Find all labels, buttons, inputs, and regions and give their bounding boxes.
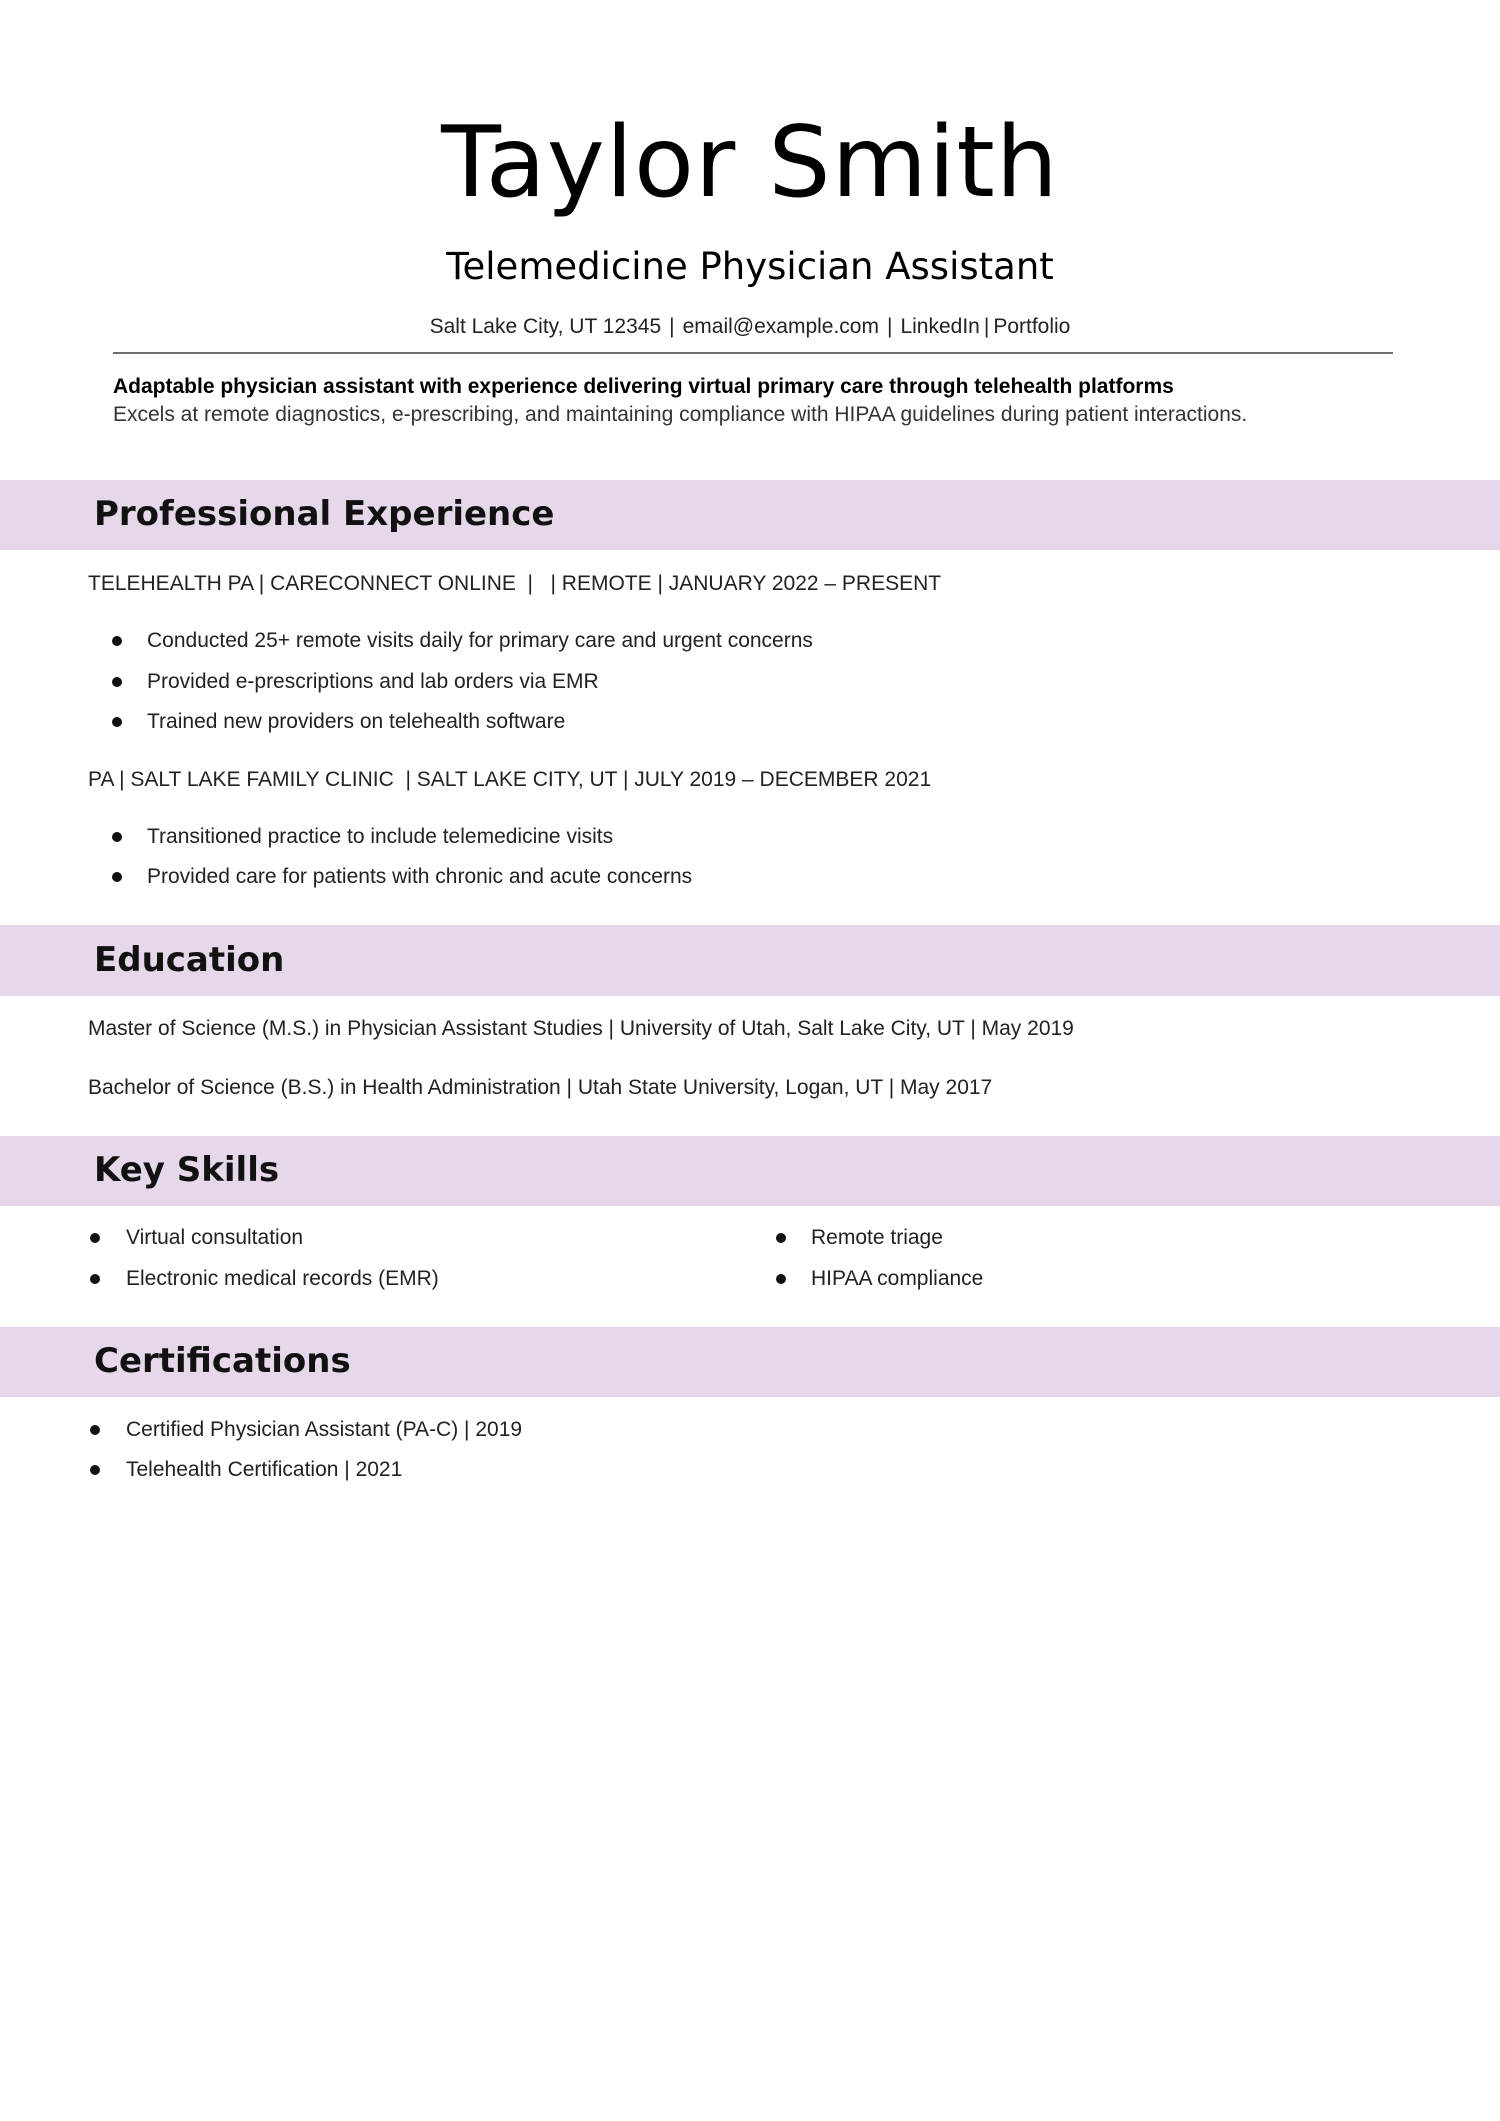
skill-item: HIPAA compliance — [811, 1267, 984, 1290]
section-band-experience: Professional Experience — [0, 480, 1500, 550]
bullet-dot — [90, 1425, 100, 1435]
header-divider — [113, 352, 1393, 354]
bullet-dot — [112, 677, 122, 687]
contact-portfolio[interactable]: Portfolio — [993, 315, 1071, 338]
job-bullet: Transitioned practice to include telemed… — [147, 825, 614, 848]
contact-line: Salt Lake City, UT 12345 | email@example.c… — [0, 314, 1500, 340]
job-line: TELEHEALTH PA | CARECONNECT ONLINE | | R… — [88, 572, 942, 595]
bullet-dot — [90, 1233, 100, 1243]
bullet-dot — [112, 832, 122, 842]
skill-item: Electronic medical records (EMR) — [126, 1267, 439, 1290]
section-heading-certifications: Certifications — [94, 1341, 351, 1381]
summary-text: Excels at remote diagnostics, e-prescrib… — [113, 403, 1248, 426]
bullet-dot — [112, 717, 122, 727]
section-band-skills: Key Skills — [0, 1136, 1500, 1206]
skill-item: Virtual consultation — [126, 1226, 304, 1249]
job-bullet: Provided care for patients with chronic … — [147, 865, 693, 888]
separator: | — [669, 315, 675, 338]
separator: | — [886, 315, 893, 338]
job-title: Telemedicine Physician Assistant — [446, 245, 1054, 288]
bullet-dot — [90, 1274, 100, 1284]
certification-item: Certified Physician Assistant (PA-C) | 2… — [126, 1418, 523, 1441]
job-bullet: Conducted 25+ remote visits daily for pr… — [147, 629, 813, 652]
contact-email[interactable]: email@example.com — [682, 315, 879, 338]
job-bullet: Trained new providers on telehealth soft… — [147, 710, 566, 733]
job-line: PA | SALT LAKE FAMILY CLINIC | SALT LAKE… — [88, 768, 932, 791]
bullet-dot — [776, 1233, 786, 1243]
candidate-name: Taylor Smith — [441, 106, 1059, 220]
section-heading-education: Education — [94, 940, 285, 980]
section-band-education: Education — [0, 925, 1500, 996]
bullet-dot — [776, 1274, 786, 1284]
bullet-dot — [90, 1465, 100, 1475]
section-heading-skills: Key Skills — [94, 1150, 280, 1190]
skill-item: Remote triage — [811, 1226, 943, 1249]
contact-linkedin[interactable]: LinkedIn — [900, 315, 980, 338]
education-item: Bachelor of Science (B.S.) in Health Adm… — [88, 1076, 993, 1099]
bullet-dot — [112, 636, 122, 646]
contact-location: Salt Lake City, UT 12345 — [429, 315, 662, 338]
separator: | — [983, 315, 990, 338]
summary-headline: Adaptable physician assistant with exper… — [113, 375, 1174, 398]
job-bullet: Provided e-prescriptions and lab orders … — [147, 670, 599, 693]
education-item: Master of Science (M.S.) in Physician As… — [88, 1017, 1074, 1040]
section-heading-experience: Professional Experience — [94, 494, 555, 534]
certification-item: Telehealth Certification | 2021 — [126, 1458, 403, 1481]
section-band-certifications: Certifications — [0, 1327, 1500, 1397]
bullet-dot — [112, 872, 122, 882]
